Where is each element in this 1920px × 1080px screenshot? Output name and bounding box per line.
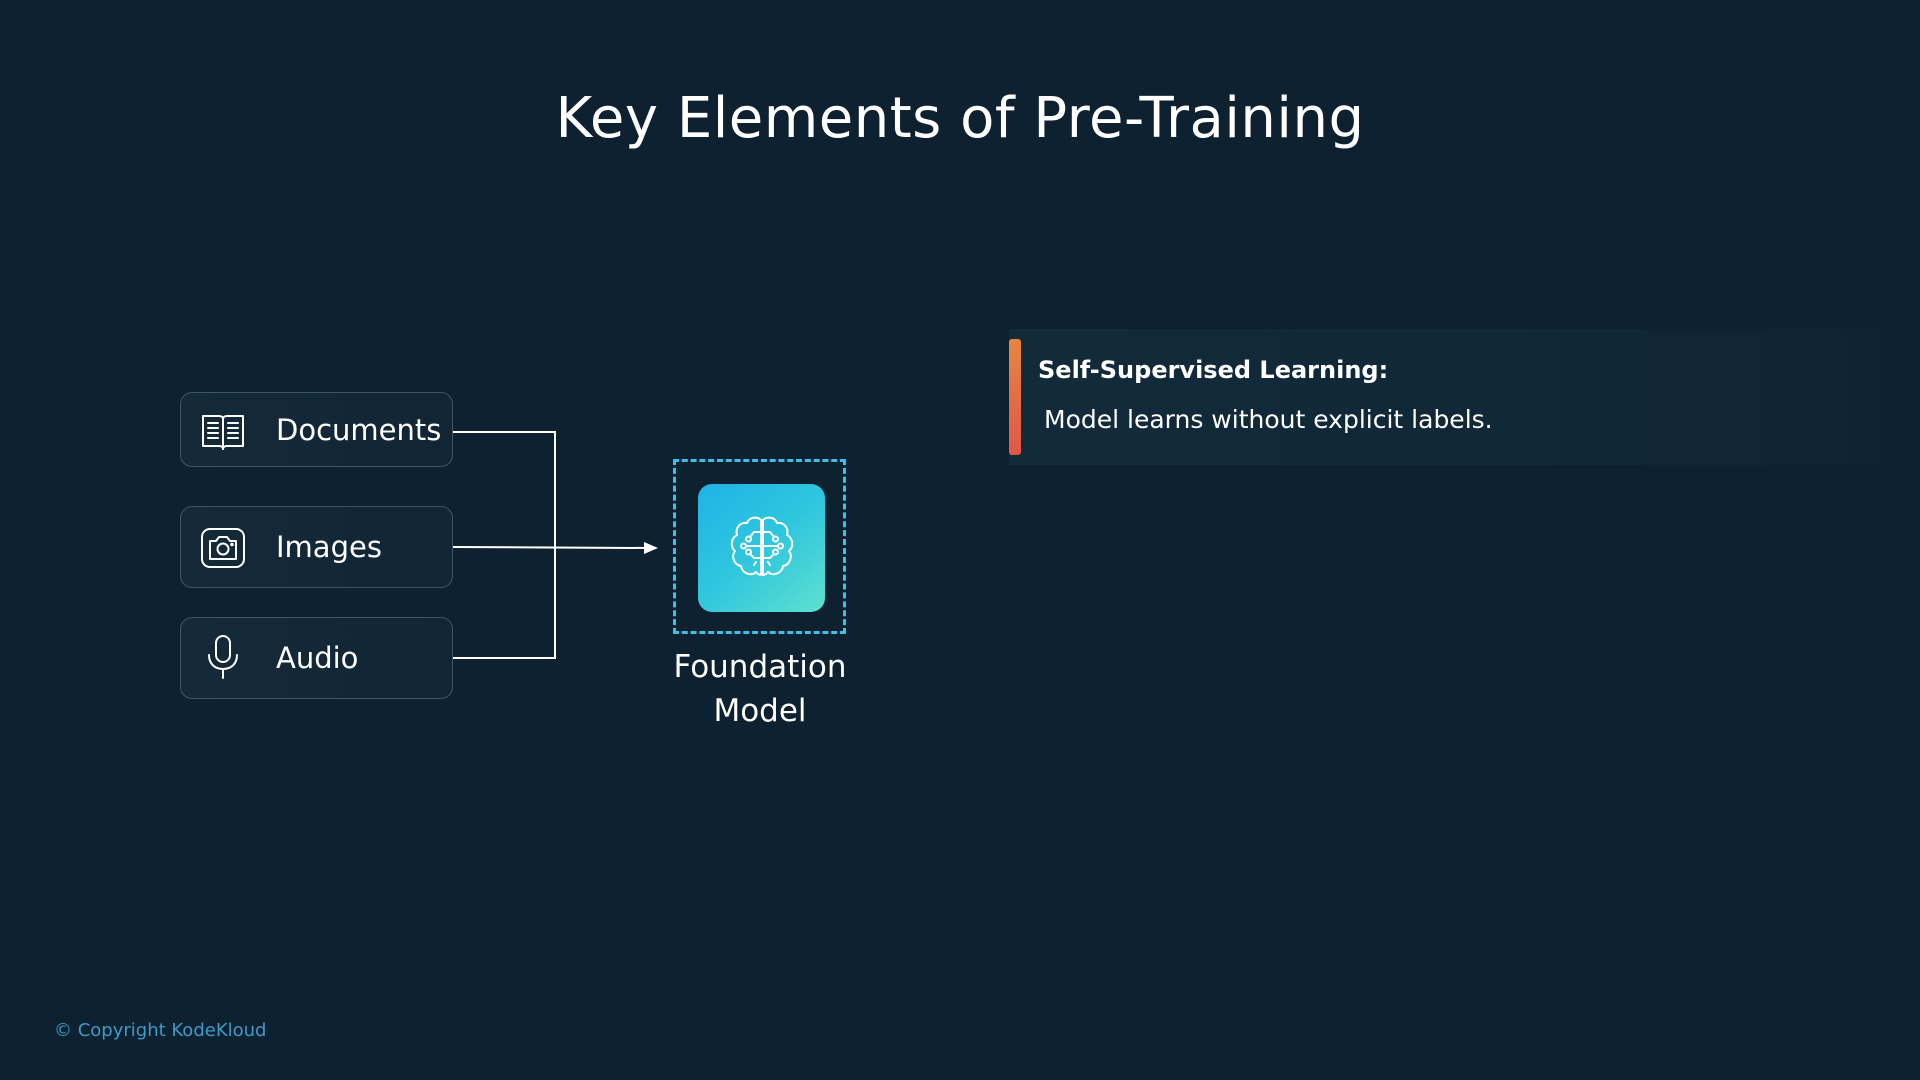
brain-circuit-icon — [724, 510, 800, 586]
callout-text: Model learns without explicit labels. — [1044, 405, 1493, 434]
connector-arrowhead — [644, 542, 658, 554]
microphone-icon — [199, 633, 247, 681]
connector-audio — [453, 547, 556, 659]
slide-title: Key Elements of Pre-Training — [555, 86, 1365, 151]
source-documents: Documents — [180, 392, 453, 467]
source-label-images: Images — [276, 530, 382, 564]
source-label-audio: Audio — [276, 641, 359, 675]
foundation-model-frame — [673, 459, 846, 634]
callout-accent-bar — [1009, 339, 1021, 455]
callout-box: Self-Supervised Learning: Model learns w… — [1009, 329, 1879, 465]
book-icon — [199, 406, 247, 454]
source-audio: Audio — [180, 617, 453, 699]
foundation-model-label-line2: Model — [713, 693, 807, 729]
foundation-model-tile — [698, 484, 825, 612]
connector-documents — [453, 431, 556, 547]
copyright-notice: © Copyright KodeKloud — [54, 1020, 267, 1041]
foundation-model-label: Foundation Model — [640, 645, 880, 733]
connector-images — [452, 546, 649, 549]
camera-icon — [199, 524, 247, 572]
source-label-documents: Documents — [276, 413, 442, 447]
foundation-model-label-line1: Foundation — [673, 649, 847, 685]
source-images: Images — [180, 506, 453, 588]
callout-heading: Self-Supervised Learning: — [1038, 356, 1389, 384]
